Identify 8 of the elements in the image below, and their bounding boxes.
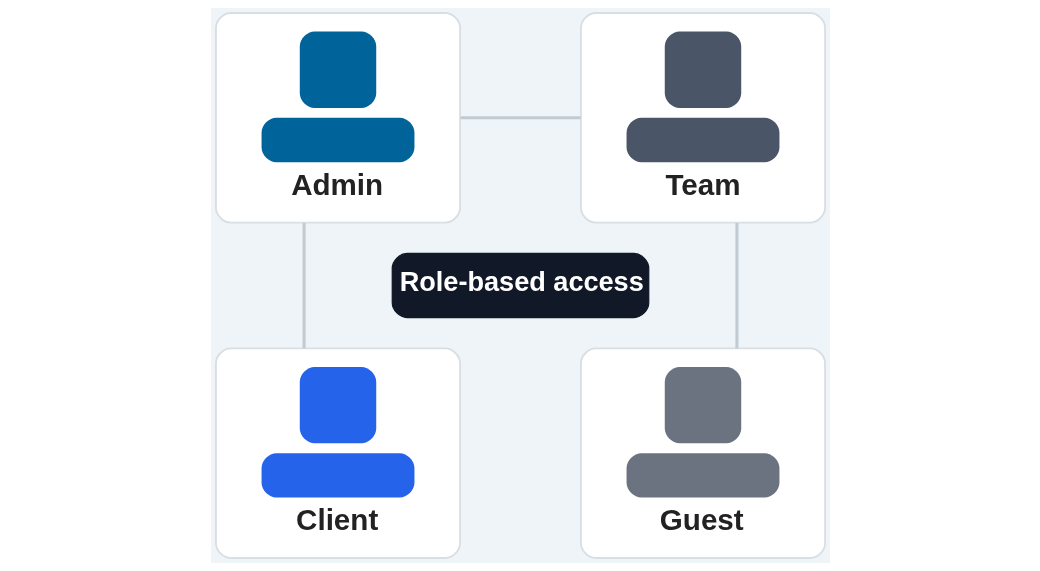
- node-box: Admin: [214, 12, 461, 224]
- node-box: Client: [214, 347, 461, 559]
- connector: [302, 223, 306, 349]
- node-box: Role-based access: [391, 252, 649, 319]
- connector: [460, 116, 581, 120]
- connector: [734, 223, 738, 349]
- node-box: Team: [579, 12, 826, 224]
- node-box: Guest: [579, 347, 826, 559]
